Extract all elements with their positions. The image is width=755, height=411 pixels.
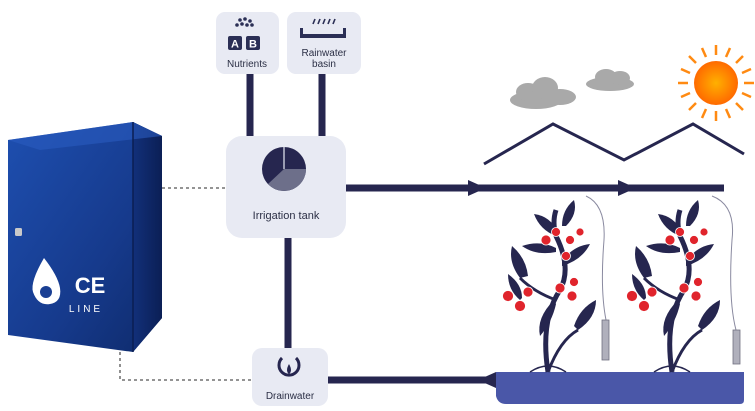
- irrigation-tank-node: Irrigation tank: [226, 136, 346, 238]
- rainwater-node: Rainwater basin: [287, 12, 361, 74]
- greenhouse-roof: [483, 122, 745, 166]
- tomato-plant-icon: [502, 200, 596, 373]
- drain-icon: [277, 356, 301, 377]
- flow-arrow-1: [468, 180, 486, 196]
- nutrients-icon: [228, 17, 260, 50]
- flow-arrow-2: [618, 180, 636, 196]
- rainwater-label-line2: basin: [312, 59, 336, 70]
- tomato-plant-icon-2: [627, 200, 721, 372]
- nutrients-letter-b: B: [249, 39, 257, 51]
- cabinet-lock: [15, 228, 22, 236]
- sensor-probe-1: [601, 319, 610, 361]
- gutter: [496, 372, 744, 404]
- nutrients-letter-a: A: [231, 39, 239, 51]
- irrigation-tank-label: Irrigation tank: [253, 210, 320, 222]
- nutrients-node: A B Nutrients: [216, 12, 279, 74]
- nutrients-label: Nutrients: [227, 59, 267, 70]
- ce-line-cabinet: CE LINE: [8, 122, 162, 352]
- drainwater-label: Drainwater: [266, 391, 315, 402]
- sensor-probe-2: [732, 329, 741, 365]
- cloud-icon: [510, 69, 634, 109]
- dashed-link-drain: [119, 352, 252, 381]
- sun-icon: [678, 45, 754, 121]
- rainwater-label-line1: Rainwater: [301, 48, 347, 59]
- sensor-icon: [585, 195, 737, 331]
- cabinet-logo-sub: LINE: [69, 304, 103, 315]
- flow-arrow-return: [478, 372, 496, 388]
- drainwater-node: Drainwater: [252, 348, 328, 406]
- tank-gauge-icon: [262, 147, 306, 191]
- pipes: [246, 74, 724, 384]
- drop-logo-icon: [32, 258, 61, 305]
- rainwater-icon: [300, 18, 346, 38]
- cabinet-logo-main: CE: [75, 273, 106, 298]
